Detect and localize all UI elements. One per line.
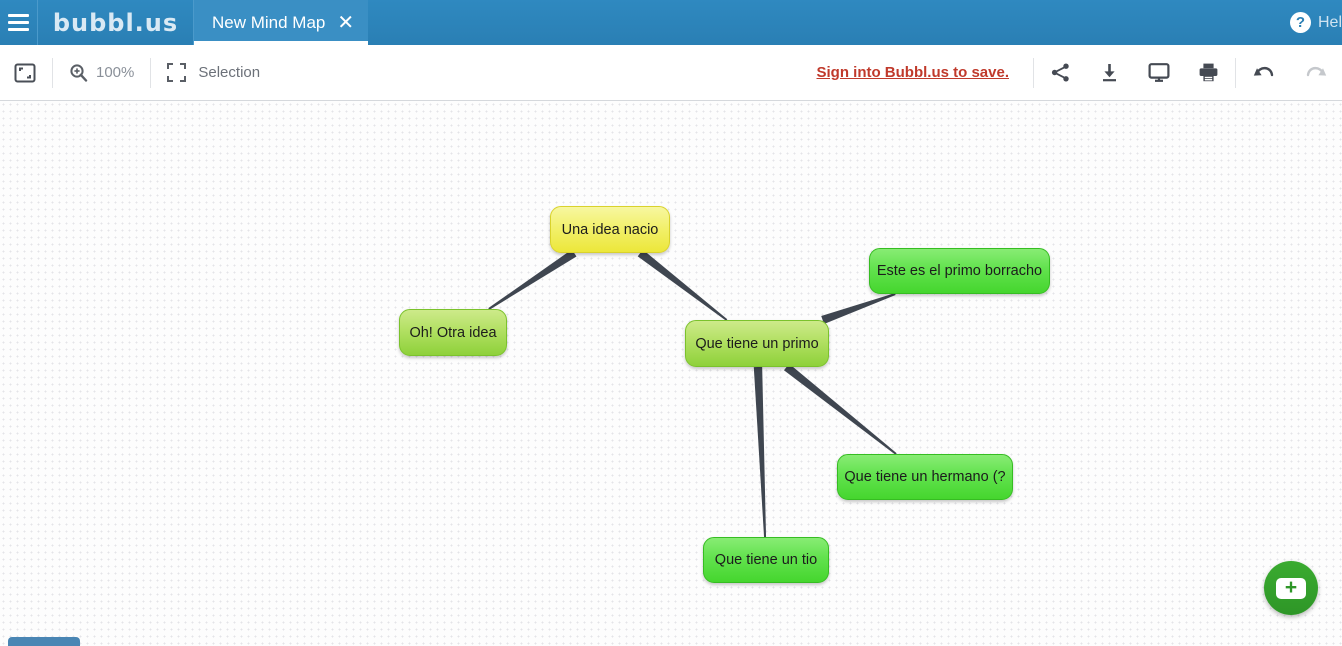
node-label: Que tiene un primo bbox=[695, 335, 819, 352]
mindmap-node-hermano[interactable]: Que tiene un hermano (? bbox=[837, 454, 1013, 500]
add-node-button[interactable]: + bbox=[1264, 561, 1318, 615]
magnifier-plus-icon bbox=[70, 64, 88, 82]
hamburger-bar bbox=[8, 28, 29, 31]
edge-root-otra bbox=[488, 249, 577, 310]
download-button[interactable] bbox=[1085, 45, 1134, 101]
toolbar-separator bbox=[1033, 57, 1034, 88]
share-button[interactable] bbox=[1036, 45, 1085, 101]
mindmap-node-tio[interactable]: Que tiene un tio bbox=[703, 537, 829, 583]
print-button[interactable] bbox=[1184, 45, 1233, 101]
selection-marquee-icon bbox=[167, 63, 187, 82]
toolbar-separator bbox=[52, 57, 53, 88]
download-status-bar[interactable] bbox=[8, 637, 80, 646]
toolbar-separator bbox=[1235, 57, 1236, 88]
edge-primo-borracho bbox=[821, 293, 896, 324]
fit-to-screen-icon[interactable] bbox=[0, 45, 50, 101]
present-button[interactable] bbox=[1134, 45, 1184, 101]
edge-primo-hermano bbox=[783, 363, 897, 455]
monitor-icon bbox=[1148, 63, 1170, 82]
node-label: Una idea nacio bbox=[561, 221, 659, 238]
close-icon[interactable]: ✕ bbox=[337, 11, 355, 34]
node-label: Que tiene un tio bbox=[714, 552, 818, 568]
zoom-level-label: 100% bbox=[96, 64, 135, 81]
toolbar: 100% Selection Sign into Bubbl.us to sav… bbox=[0, 45, 1342, 101]
node-label: Que tiene un hermano (? bbox=[844, 469, 1006, 485]
redo-arrow-icon bbox=[1306, 66, 1327, 76]
redo-button[interactable] bbox=[1290, 45, 1342, 101]
zoom-control[interactable]: 100% bbox=[55, 45, 148, 101]
printer-icon bbox=[1199, 63, 1218, 82]
mindmap-node-root[interactable]: Una idea nacio bbox=[550, 206, 670, 253]
app-header: bubbl.us New Mind Map ✕ ? Hel bbox=[0, 0, 1342, 45]
mindmap-node-primo[interactable]: Que tiene un primo bbox=[685, 320, 829, 367]
logo-text: bubbl.us bbox=[52, 8, 179, 37]
hamburger-icon[interactable] bbox=[0, 0, 38, 45]
help-label: Hel bbox=[1317, 13, 1342, 31]
plus-icon: + bbox=[1276, 575, 1306, 599]
hamburger-bar bbox=[8, 14, 29, 17]
edge-root-primo bbox=[637, 249, 728, 321]
share-icon bbox=[1051, 63, 1069, 82]
app-logo[interactable]: bubbl.us bbox=[38, 0, 194, 45]
header-spacer bbox=[368, 0, 1290, 45]
download-icon bbox=[1103, 64, 1116, 82]
tab-new-mind-map[interactable]: New Mind Map ✕ bbox=[194, 0, 369, 45]
edge-primo-tio bbox=[753, 366, 767, 538]
undo-button[interactable] bbox=[1238, 45, 1290, 101]
hamburger-bar bbox=[8, 21, 29, 24]
selection-label: Selection bbox=[198, 64, 261, 81]
tab-label: New Mind Map bbox=[212, 12, 326, 32]
plus-glyph: + bbox=[1284, 575, 1298, 599]
selection-tool-button[interactable]: Selection bbox=[153, 45, 274, 101]
help-button[interactable]: ? Hel bbox=[1289, 0, 1342, 45]
toolbar-separator bbox=[150, 57, 152, 88]
question-mark-icon[interactable]: ? bbox=[1289, 12, 1311, 33]
undo-arrow-icon bbox=[1253, 66, 1274, 76]
mindmap-node-otra[interactable]: Oh! Otra idea bbox=[399, 309, 507, 356]
edge-layer bbox=[488, 249, 897, 538]
mindmap-node-borracho[interactable]: Este es el primo borracho bbox=[869, 248, 1050, 294]
node-label: Este es el primo borracho bbox=[876, 263, 1043, 279]
sign-in-link[interactable]: Sign into Bubbl.us to save. bbox=[816, 64, 1009, 81]
node-label: Oh! Otra idea bbox=[409, 324, 497, 341]
